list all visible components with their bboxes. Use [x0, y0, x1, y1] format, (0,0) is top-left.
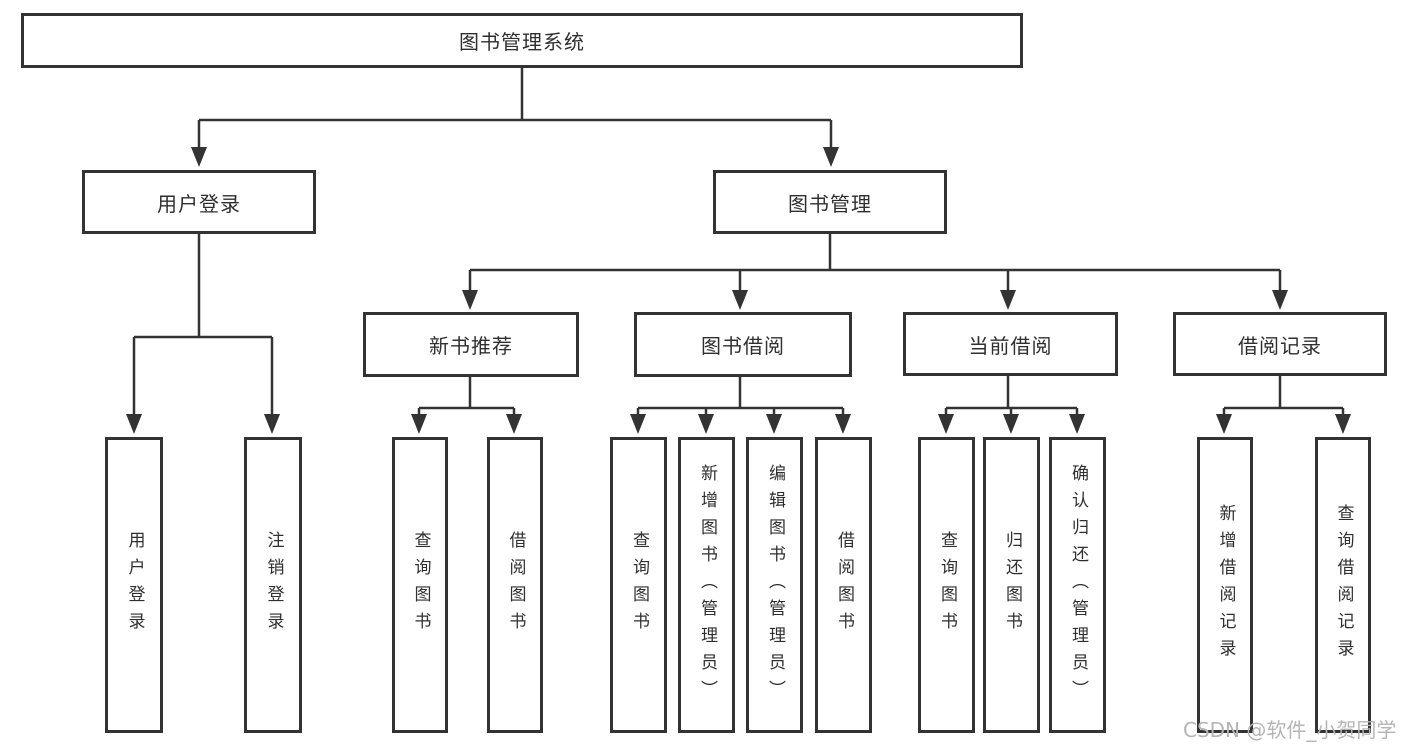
node-leaf-nb-borrow-books: 借阅图书 — [487, 437, 543, 733]
node-leaf-bb-edit-books-admin: 编辑图书（管理员） — [746, 437, 803, 733]
node-leaf-cb-query-books: 查询图书 — [918, 437, 975, 733]
csdn-watermark: CSDN @软件_小贺同学 — [1183, 718, 1397, 742]
node-leaf-cb-return-books: 归还图书 — [983, 437, 1040, 733]
node-leaf-nb-query-books: 查询图书 — [392, 437, 448, 733]
node-leaf-user-login: 用户登录 — [105, 437, 163, 733]
node-leaf-cb-confirm-return-admin: 确认归还（管理员） — [1049, 437, 1106, 733]
node-current-borrow: 当前借阅 — [903, 312, 1118, 376]
node-user-login-module: 用户登录 — [82, 170, 316, 234]
node-book-borrow: 图书借阅 — [634, 312, 852, 377]
node-leaf-br-add-record: 新增借阅记录 — [1197, 437, 1253, 733]
node-new-book-recommend: 新书推荐 — [363, 312, 579, 377]
node-root: 图书管理系统 — [21, 13, 1023, 68]
arrowheads — [126, 147, 1351, 434]
node-leaf-bb-add-books-admin: 新增图书（管理员） — [678, 437, 735, 733]
node-borrow-records: 借阅记录 — [1173, 312, 1387, 376]
node-leaf-bb-borrow-books: 借阅图书 — [815, 437, 872, 733]
node-leaf-bb-query-books: 查询图书 — [610, 437, 667, 733]
node-book-management: 图书管理 — [713, 170, 947, 234]
node-leaf-logout: 注销登录 — [244, 437, 302, 733]
node-leaf-br-query-record: 查询借阅记录 — [1315, 437, 1371, 733]
